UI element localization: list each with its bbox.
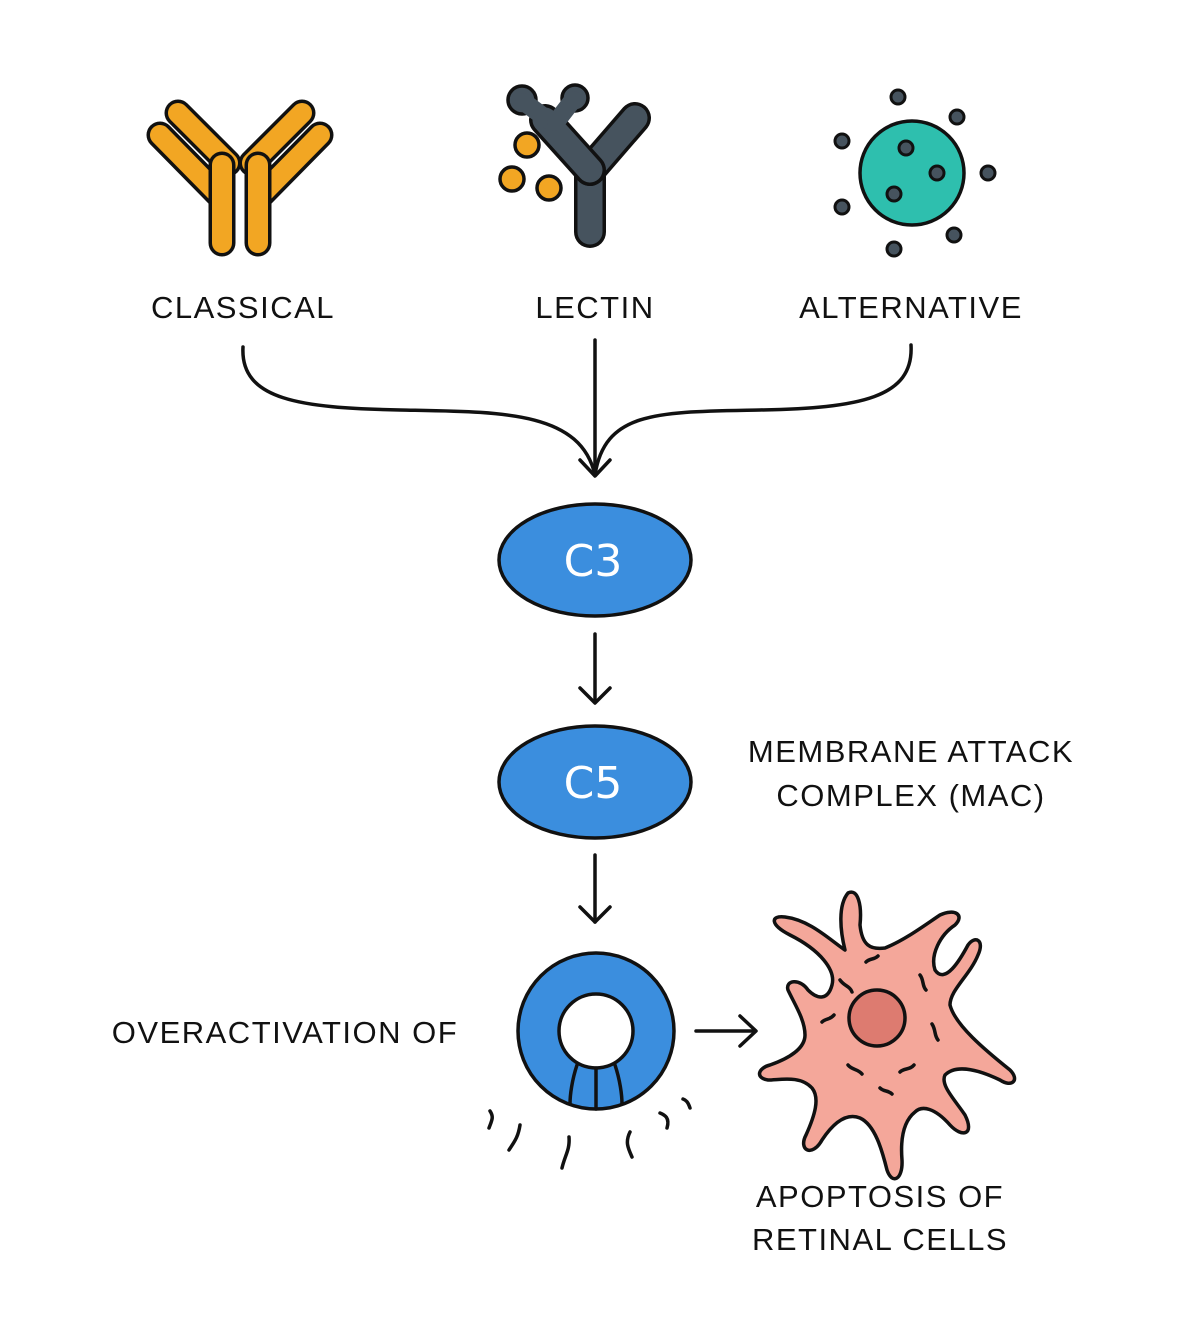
overactivation-label: OVERACTIVATION OF: [112, 1015, 458, 1050]
pathogen-icon: [833, 88, 997, 258]
c5-node: C5: [497, 724, 693, 840]
classical-label: CLASSICAL: [151, 290, 335, 325]
c5-to-mac-arrow: [578, 853, 612, 924]
alternative-label: ALTERNATIVE: [799, 290, 1023, 325]
mac-label-line2: COMPLEX (MAC): [776, 778, 1045, 813]
c3-to-c5-arrow: [578, 632, 612, 705]
mac-to-cell-arrow: [694, 1014, 758, 1048]
c3-node: C3: [497, 502, 693, 618]
lectin-icon: [498, 83, 651, 248]
c3-label: C3: [564, 536, 623, 587]
mac-label-line1: MEMBRANE ATTACK: [748, 734, 1074, 769]
antibody-icon: [146, 99, 334, 257]
apoptosis-label-line2: RETINAL CELLS: [752, 1222, 1008, 1257]
converging-arrows: [241, 338, 913, 478]
c5-label: C5: [564, 758, 623, 809]
mac-pore-icon: [487, 951, 692, 1170]
retinal-cell-icon: [757, 890, 1017, 1181]
apoptosis-label-line1: APOPTOSIS OF: [756, 1179, 1004, 1214]
lectin-label: LECTIN: [535, 290, 654, 325]
